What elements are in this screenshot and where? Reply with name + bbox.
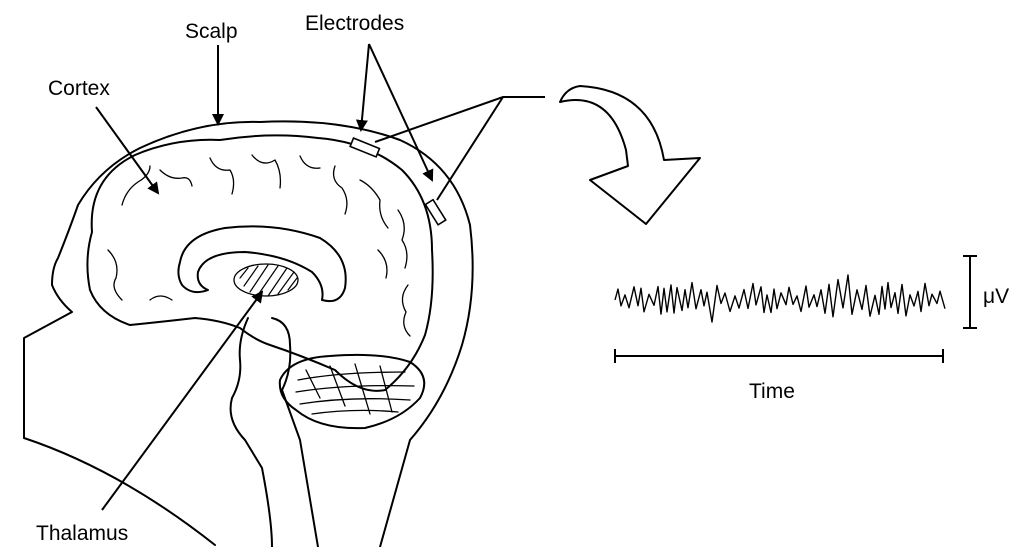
brainstem bbox=[231, 318, 272, 547]
curved-arrow bbox=[560, 86, 700, 224]
brain-outline bbox=[87, 135, 432, 390]
cortical-sulci bbox=[108, 155, 410, 336]
electrodes-arrow-1 bbox=[361, 44, 369, 130]
scalp-label: Scalp bbox=[185, 20, 238, 43]
time-scale-bar bbox=[615, 349, 943, 363]
thalamus-shape bbox=[234, 264, 298, 296]
amplitude-unit-label: μV bbox=[983, 285, 1009, 308]
brainstem-back bbox=[272, 318, 318, 547]
time-label: Time bbox=[749, 380, 795, 403]
eeg-trace bbox=[615, 275, 945, 322]
electrodes-arrow-2 bbox=[369, 44, 432, 180]
cortex-label: Cortex bbox=[48, 77, 110, 100]
thalamus-label: Thalamus bbox=[36, 522, 128, 545]
cerebellum bbox=[280, 355, 424, 428]
electrode-1 bbox=[350, 138, 379, 157]
thalamus-arrow bbox=[102, 292, 262, 510]
electrodes-label: Electrodes bbox=[305, 12, 404, 35]
amplitude-scale-bar bbox=[963, 256, 977, 328]
